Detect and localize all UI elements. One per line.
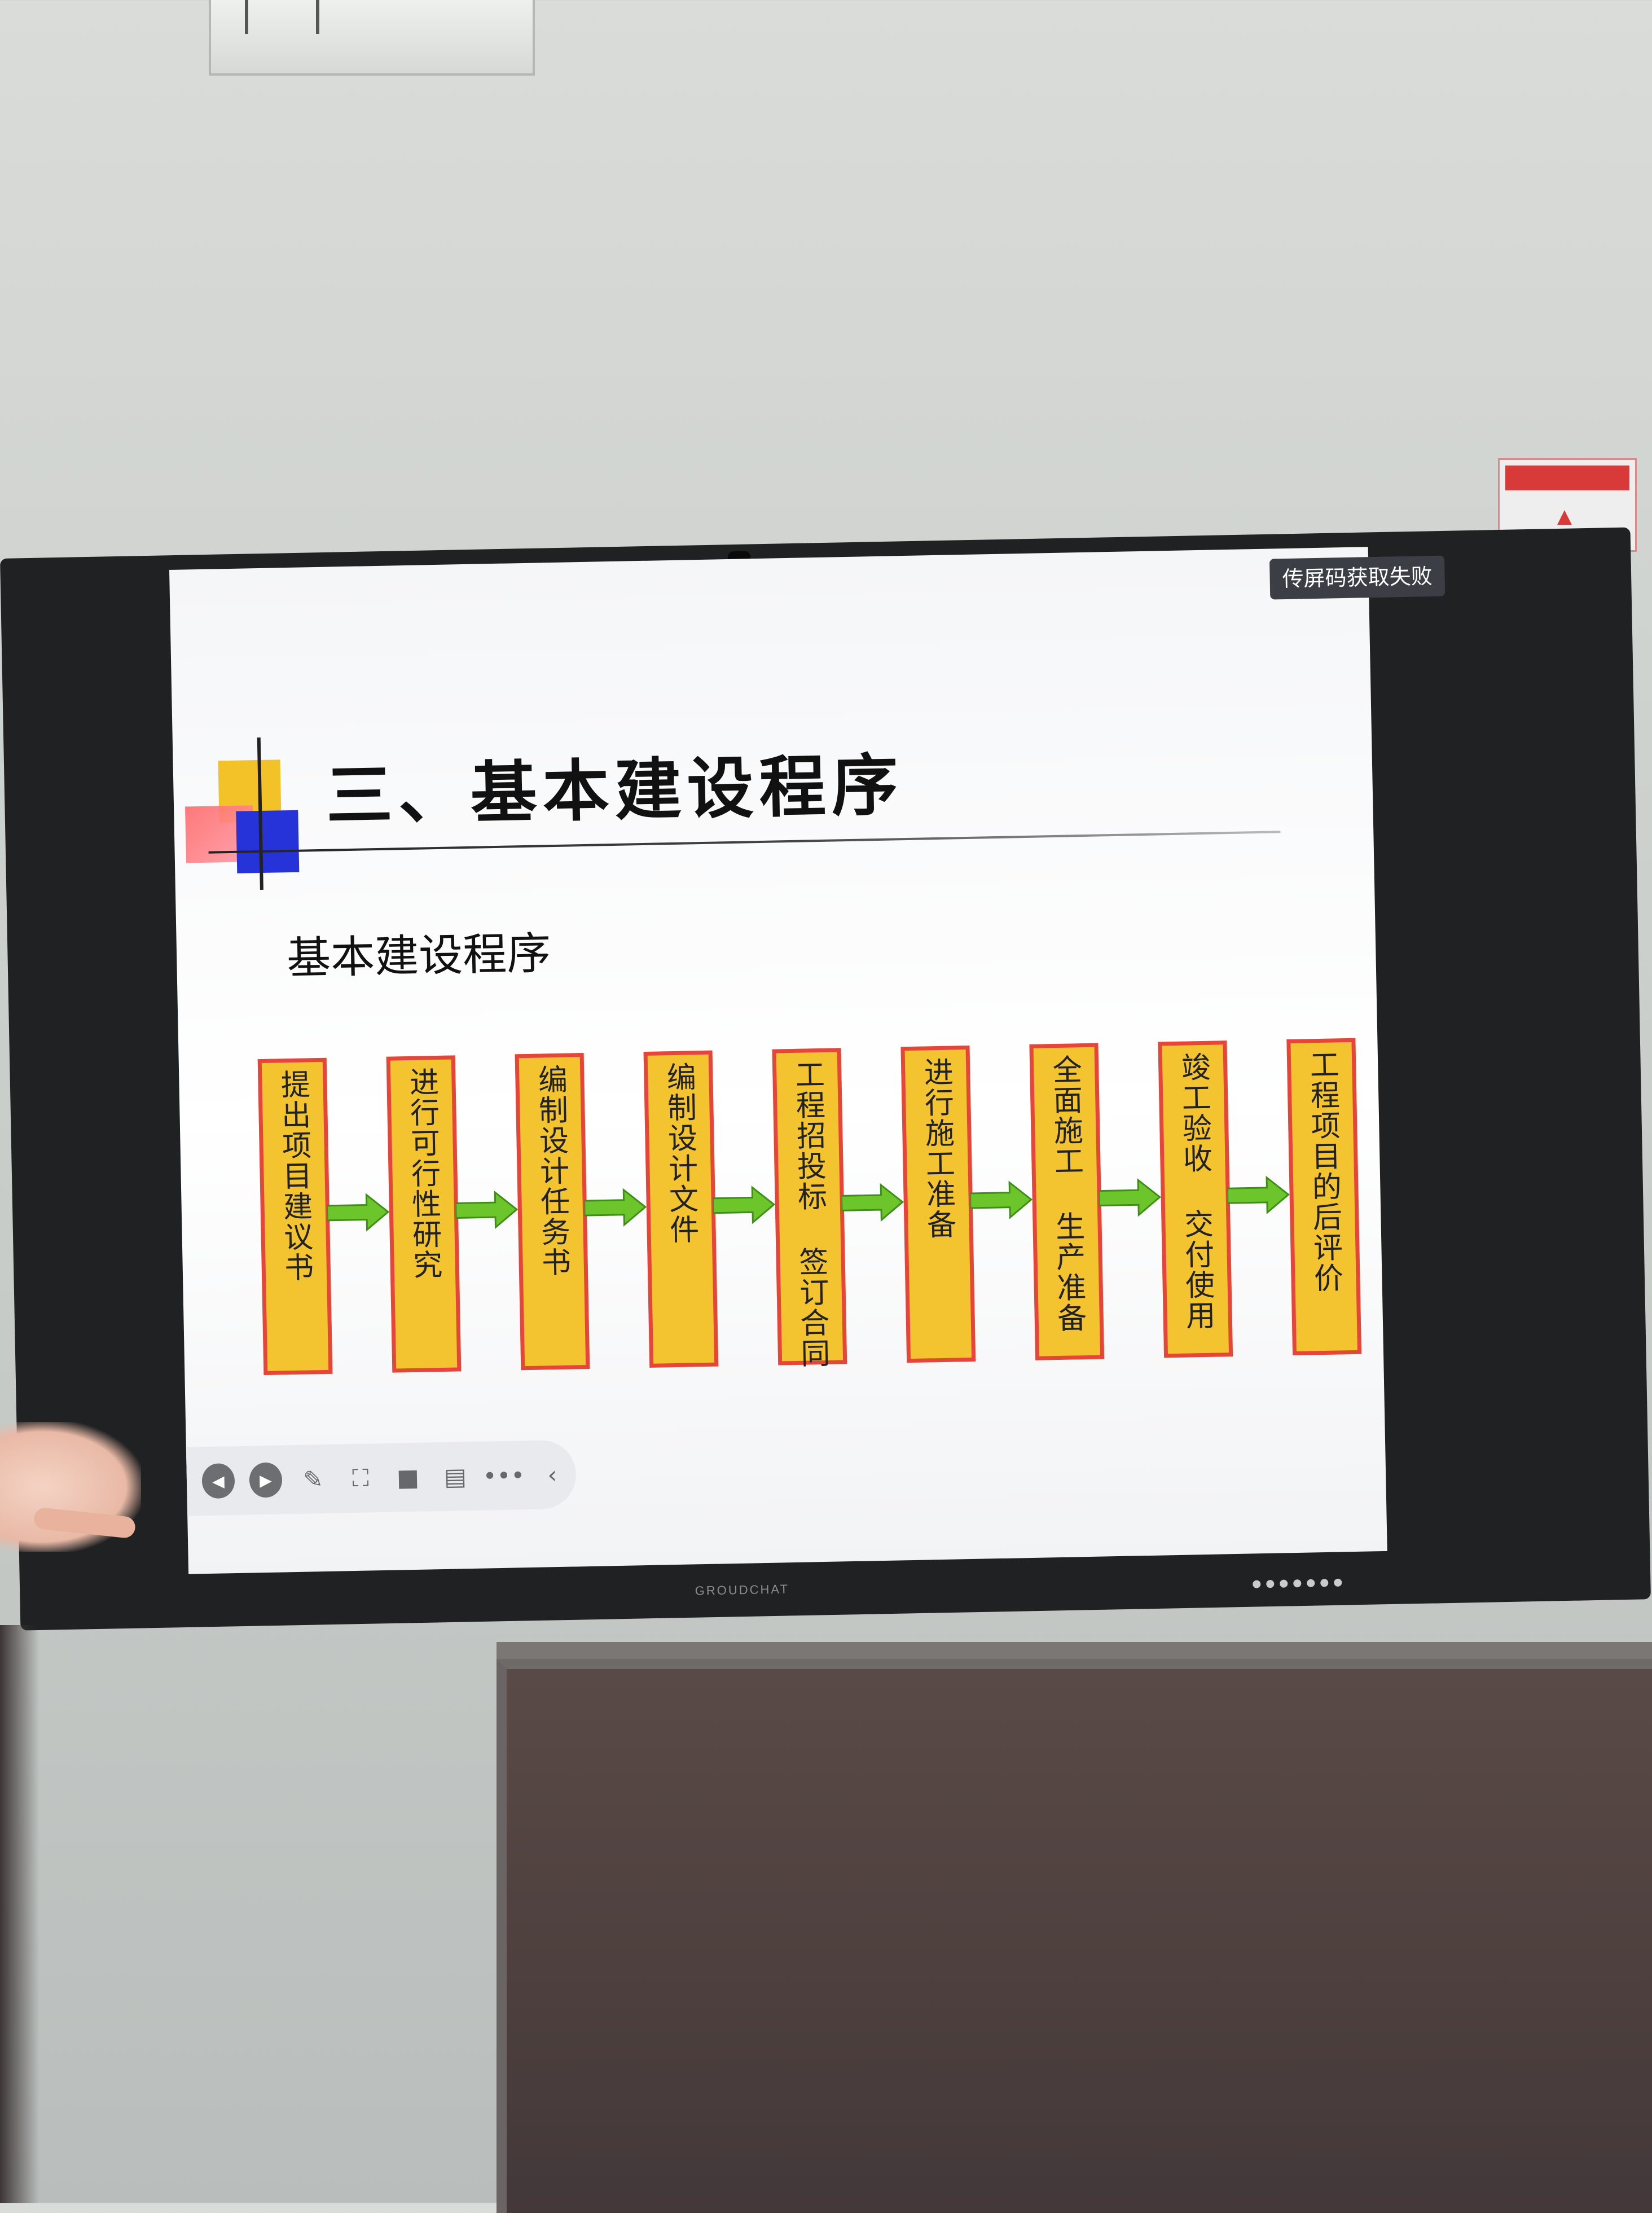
process-step-label: 工程项目的后评价 [1304, 1049, 1343, 1294]
process-step-label: 全面施工 生产准备 [1047, 1054, 1087, 1334]
wall-switch [209, 0, 535, 76]
presentation-toolbar: ◀ ▶ ✎ ⛶ ■ ▤ ••• ‹ [186, 1439, 577, 1516]
decor-blue-square [236, 810, 300, 873]
slide-title: 三、基本建设程序 [325, 745, 904, 835]
warning-label-header [1505, 466, 1629, 490]
process-step: 进行可行性研究 [386, 1055, 462, 1373]
process-step: 工程项目的后评价 [1286, 1038, 1362, 1356]
arrow-right-icon [1227, 1175, 1290, 1215]
screenshot-icon[interactable]: ⛶ [352, 1464, 370, 1492]
warning-triangle-icon: ▲ [1557, 505, 1572, 528]
process-step-label: 编制设计文件 [661, 1061, 699, 1245]
podium [497, 1659, 1652, 2213]
arrow-right-icon [841, 1183, 904, 1222]
process-step-label: 提出项目建议书 [275, 1069, 314, 1283]
process-step: 工程招投标 签订合同 [772, 1048, 847, 1369]
pen-icon[interactable]: ✎ [302, 1465, 324, 1494]
arrow-right-icon [327, 1193, 390, 1232]
process-flow: 提出项目建议书 进行可行性研究 编制设计任务书 编制设计文件 工程招投标 签订合同 进行施… [257, 1038, 1365, 1420]
arrow-right-icon [1099, 1178, 1162, 1217]
process-step-label: 工程招投标 签订合同 [789, 1059, 830, 1369]
process-step: 提出项目建议书 [257, 1057, 333, 1376]
collapse-icon[interactable]: ‹ [547, 1460, 557, 1488]
process-step-label: 编制设计任务书 [532, 1064, 571, 1278]
process-step: 编制设计任务书 [515, 1053, 590, 1371]
arrow-right-icon [455, 1190, 519, 1230]
process-step: 进行施工准备 [900, 1045, 976, 1363]
prev-icon[interactable]: ◀ [201, 1463, 235, 1499]
process-step: 编制设计文件 [643, 1050, 719, 1368]
camera-icon[interactable]: ■ [396, 1463, 420, 1492]
process-step: 全面施工 生产准备 [1029, 1043, 1105, 1360]
indicator-lamps [1253, 1577, 1399, 1591]
arrow-right-icon [970, 1180, 1033, 1219]
arrow-right-icon [584, 1188, 647, 1227]
arrow-right-icon [713, 1185, 776, 1224]
process-step-label: 进行可行性研究 [403, 1066, 442, 1281]
cast-code-status[interactable]: 传屏码获取失败 [1269, 555, 1446, 600]
display-brand: GROUDCHAT [695, 1582, 790, 1598]
switch-slot [245, 0, 319, 34]
slide-subtitle: 基本建设程序 [286, 928, 552, 985]
process-step: 竣工验收 交付使用 [1158, 1040, 1233, 1358]
more-icon[interactable]: ••• [482, 1461, 525, 1490]
comment-icon[interactable]: ▤ [443, 1462, 467, 1491]
next-icon[interactable]: ▶ [249, 1462, 283, 1498]
presentation-slide: 传屏码获取失败 三、基本建设程序 基本建设程序 提出项目建议书 进行可行性研究 编制… [169, 547, 1446, 1574]
process-step-label: 竣工验收 交付使用 [1175, 1051, 1215, 1331]
foreground-shadow [0, 1625, 39, 2203]
process-step-label: 进行施工准备 [918, 1056, 956, 1240]
